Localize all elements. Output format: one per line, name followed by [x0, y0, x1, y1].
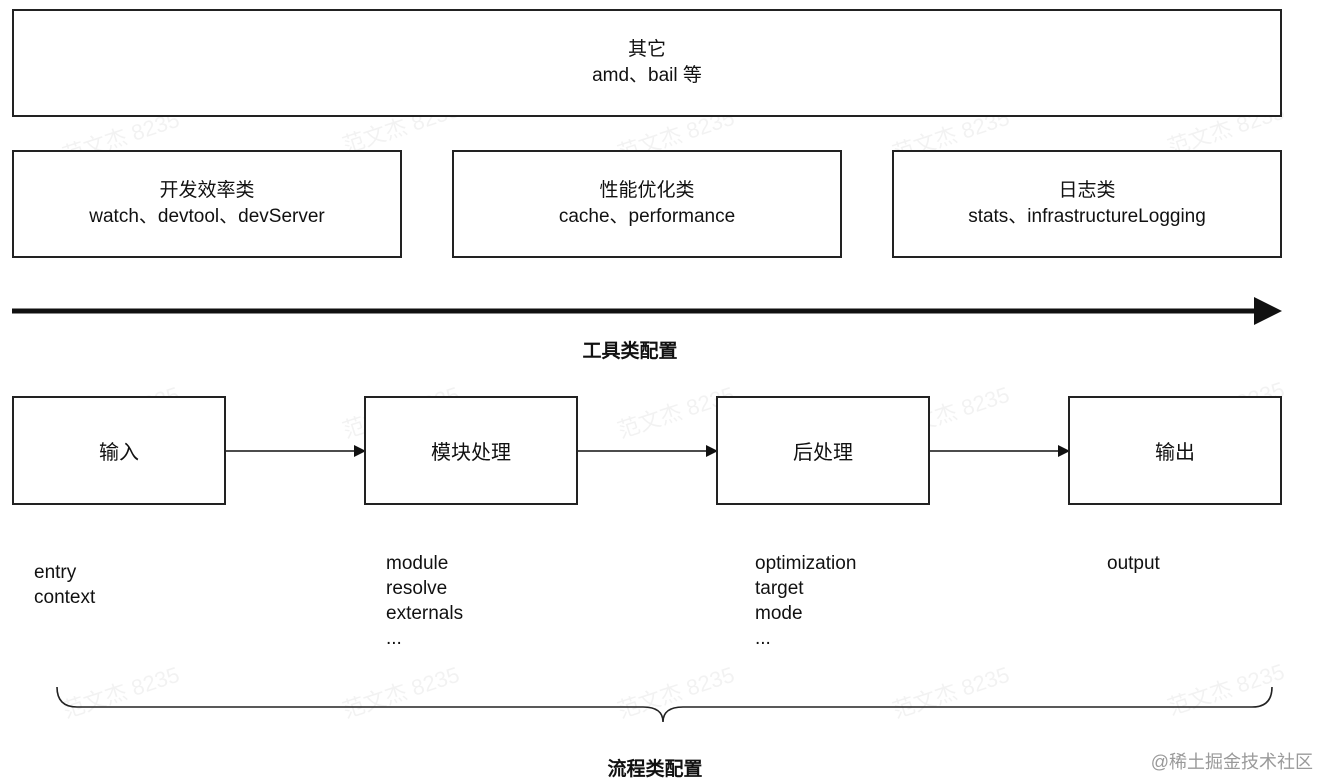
stage-postprocess-label: 后处理	[793, 442, 853, 464]
config-item: context	[34, 587, 96, 608]
config-item: resolve	[386, 578, 448, 599]
config-item: mode	[755, 603, 803, 624]
performance-box: 性能优化类 cache、performance	[452, 150, 842, 258]
stage-module-box: 模块处理	[364, 396, 578, 505]
config-item: ...	[386, 628, 402, 649]
config-item: externals	[386, 603, 464, 624]
other-config-items: amd、bail 等	[592, 65, 702, 86]
config-item: entry	[34, 562, 77, 583]
stage-module-label: 模块处理	[431, 442, 511, 464]
logging-box: 日志类 stats、infrastructureLogging	[892, 150, 1282, 258]
config-item: ...	[755, 628, 771, 649]
source-watermark: @稀土掘金技术社区	[1150, 752, 1313, 772]
config-item: output	[1107, 553, 1160, 574]
dev-efficiency-title: 开发效率类	[159, 180, 255, 201]
config-item: optimization	[755, 553, 857, 574]
dev-efficiency-box: 开发效率类 watch、devtool、devServer	[12, 150, 402, 258]
module-config-list: module resolve externals ...	[386, 551, 463, 651]
stage-output-label: 输出	[1155, 442, 1195, 464]
stage-postprocess-box: 后处理	[716, 396, 930, 505]
config-item: target	[755, 578, 804, 599]
stage-input-box: 输入	[12, 396, 226, 505]
other-config-box: 其它 amd、bail 等	[12, 9, 1282, 117]
input-config-list: entry context	[34, 560, 95, 610]
stage-output-box: 输出	[1068, 396, 1282, 505]
performance-title: 性能优化类	[599, 180, 695, 201]
logging-title: 日志类	[1058, 180, 1116, 201]
flow-config-caption: 流程类配置	[607, 759, 703, 780]
flow-brace	[56, 686, 1273, 723]
config-item: module	[386, 553, 449, 574]
stage-input-label: 输入	[99, 442, 139, 464]
postprocess-config-list: optimization target mode ...	[755, 551, 856, 651]
tool-config-caption: 工具类配置	[582, 341, 678, 362]
dev-efficiency-items: watch、devtool、devServer	[89, 206, 325, 227]
other-config-title: 其它	[627, 39, 666, 60]
performance-items: cache、performance	[558, 206, 736, 227]
logging-items: stats、infrastructureLogging	[968, 206, 1206, 227]
output-config-list: output	[1107, 551, 1160, 576]
tool-axis-arrowhead	[1254, 297, 1282, 325]
